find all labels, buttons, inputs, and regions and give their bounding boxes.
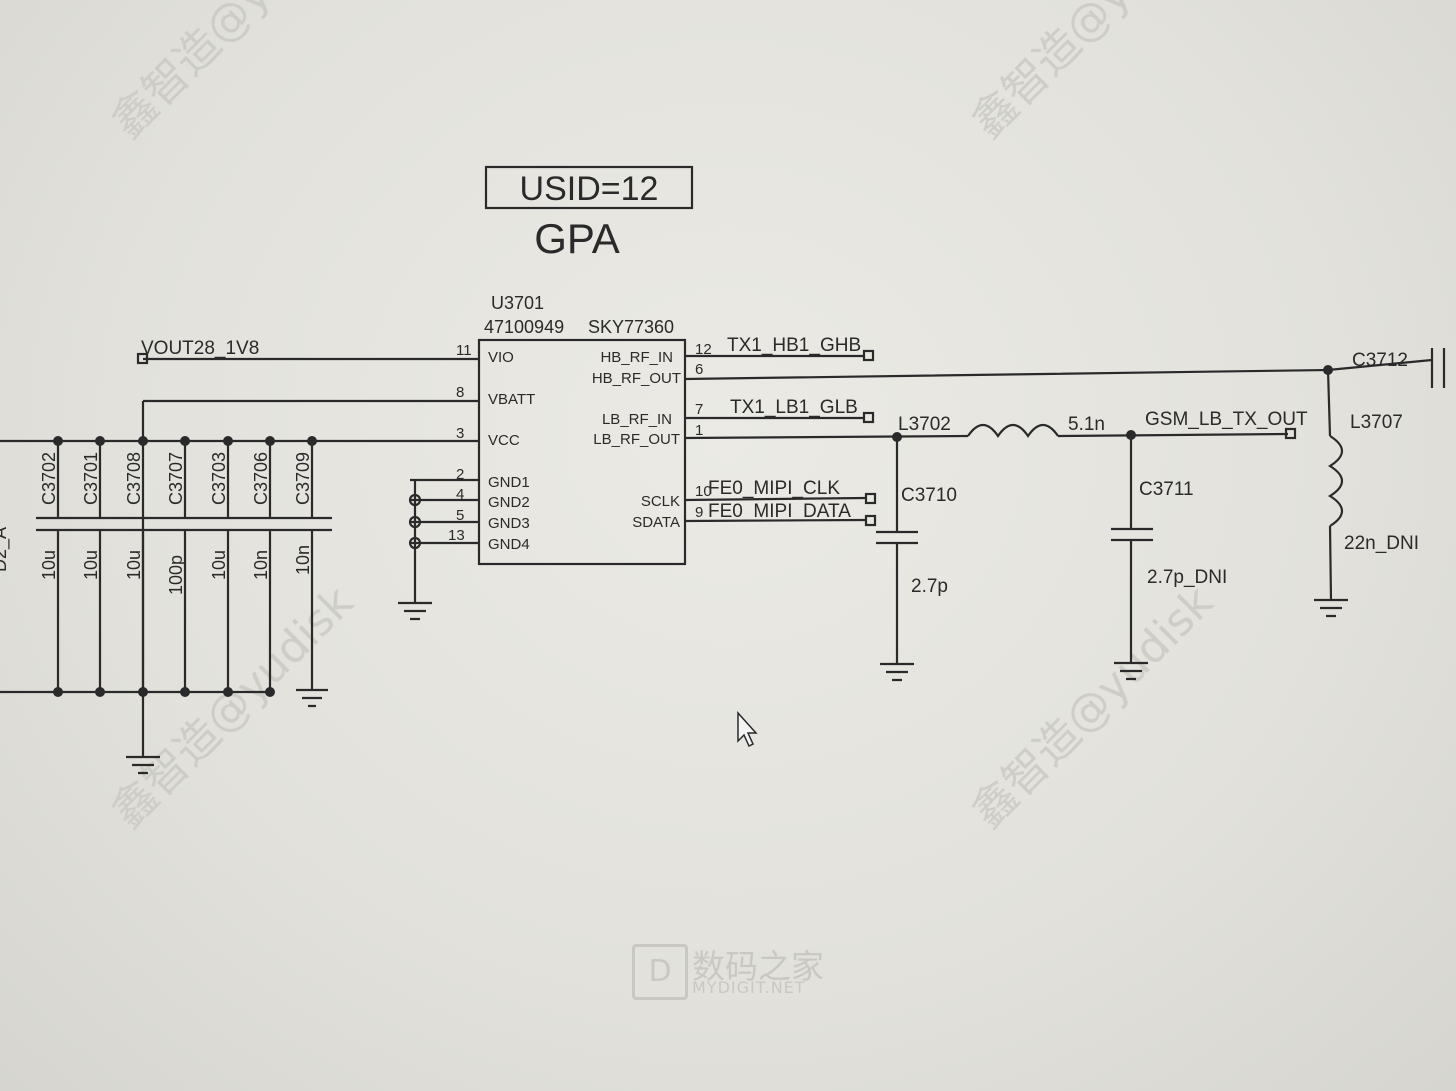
usid-label: USID=12: [520, 170, 659, 208]
usid-box: [484, 165, 694, 210]
pin-num: 5: [456, 507, 464, 524]
site-watermark-logo: D 数码之家 MYDIGIT.NET: [632, 940, 827, 1000]
net-port-tx-hb[interactable]: [862, 349, 875, 362]
ground-symbol: [296, 688, 328, 708]
cap-ref: C3702: [39, 452, 59, 505]
right-wiring: TX1_HB1_GHB C3712 TX1_LB1_GLB GSM_LB_TX_…: [684, 335, 1446, 682]
ic-right-pins: HB_RF_IN 12 HB_RF_OUT 6 LB_RF_IN 7 LB_RF…: [592, 341, 712, 531]
block-title: GPA: [534, 215, 620, 262]
cap-ref: C3703: [209, 452, 229, 505]
net-port-vout[interactable]: [136, 352, 149, 365]
cap-value: 10u: [81, 550, 101, 580]
cap-value: 10u: [209, 550, 229, 580]
net-port-gsm-out[interactable]: [1284, 427, 1297, 440]
cap-value: 100p: [166, 555, 186, 595]
cap-ref: C3706: [251, 452, 271, 505]
net-label-tx-lb: TX1_LB1_GLB: [730, 397, 858, 418]
pin-num: 6: [695, 361, 703, 378]
ic-body[interactable]: [477, 338, 687, 566]
cap-value: 10u: [124, 550, 144, 580]
pin-name: GND4: [488, 536, 530, 553]
cap-ref: C3707: [166, 452, 186, 505]
net-label-vout: VOUT28_1V8: [141, 338, 259, 359]
pin-num: 13: [448, 527, 465, 544]
c3710-value: 2.7p: [911, 576, 948, 597]
ground-symbol: [880, 662, 914, 682]
pin-name: HB_RF_IN: [600, 349, 673, 366]
pin-num: 8: [456, 384, 464, 401]
pin-num: 4: [456, 486, 464, 503]
pin-name: SCLK: [641, 493, 680, 510]
net-label-left-cut: D2_A: [0, 527, 11, 572]
pin-name: GND3: [488, 515, 530, 532]
pin-num: 11: [456, 342, 472, 359]
cap-value: 10u: [39, 550, 59, 580]
inductor-l3702: [967, 423, 1059, 438]
inductor-l3707: [1327, 435, 1344, 527]
net-port-mipi-clk[interactable]: [864, 492, 877, 505]
pin-num: 3: [456, 425, 464, 442]
pin-num: 9: [695, 504, 703, 521]
pin-name: VBATT: [488, 391, 535, 408]
mouse-cursor-icon: [737, 711, 758, 748]
pin-num: 7: [695, 401, 703, 418]
cap-ref: C3708: [124, 452, 144, 505]
c3712-ref: C3712: [1352, 350, 1408, 371]
cap-ref: C3709: [293, 452, 313, 505]
cap-bank-labels: C3702 10u C3701 10u C3708 10u C3707 100p…: [39, 452, 313, 595]
net-label-gsm-out: GSM_LB_TX_OUT: [1145, 409, 1308, 430]
net-label-mipi-clk: FE0_MIPI_CLK: [708, 478, 840, 499]
net-label-tx-hb: TX1_HB1_GHB: [727, 335, 861, 356]
ic-model: SKY77360: [588, 317, 674, 337]
logo-mark-icon: D: [632, 944, 688, 1000]
cap-value: 10n: [293, 545, 313, 575]
pin-num: 10: [695, 483, 712, 500]
pin-name: LB_RF_OUT: [593, 431, 680, 448]
net-port-tx-lb[interactable]: [862, 411, 875, 424]
net-port-mipi-data[interactable]: [864, 514, 877, 527]
l3707-value: 22n_DNI: [1344, 533, 1419, 554]
ground-symbol: [1114, 661, 1148, 681]
cap-ref: C3701: [81, 452, 101, 505]
ic-part: 47100949: [484, 317, 564, 337]
net-label-mipi-data: FE0_MIPI_DATA: [708, 501, 851, 522]
left-wiring: VOUT28_1V8 D2_A: [0, 338, 479, 775]
pin-num: 2: [456, 466, 464, 483]
ic-left-pins: 11 VIO 8 VBATT 3 VCC 2 GND1 4 GND2 5 GND…: [448, 342, 535, 553]
pin-name: LB_RF_IN: [602, 411, 672, 428]
capacitor-c3712: [1430, 348, 1446, 388]
l3702-value: 5.1n: [1068, 414, 1105, 435]
logo-text-cn: 数码之家: [692, 947, 824, 986]
pin-name: GND2: [488, 494, 530, 511]
l3707-ref: L3707: [1350, 412, 1403, 433]
ground-symbol: [126, 692, 160, 775]
c3711-ref: C3711: [1139, 479, 1194, 500]
pin-name: SDATA: [632, 514, 680, 531]
pin-name: VIO: [488, 349, 514, 366]
pin-name: GND1: [488, 474, 530, 491]
pin-num: 1: [695, 422, 703, 439]
watermark-text-4: 鑫智造@yudisk: [962, 576, 1224, 838]
pin-name: VCC: [488, 432, 520, 449]
l3702-ref: L3702: [898, 414, 951, 435]
pin-name: HB_RF_OUT: [592, 370, 681, 387]
ground-symbol: [398, 601, 432, 621]
logo-text-en: MYDIGIT.NET: [692, 978, 806, 997]
cap-value: 10n: [251, 550, 271, 580]
watermark-text-2: 鑫智造@yudisk: [962, 0, 1224, 148]
c3711-value: 2.7p_DNI: [1147, 567, 1227, 588]
ic-ref: U3701: [491, 293, 544, 313]
c3710-ref: C3710: [901, 485, 957, 506]
watermark-text-3: 鑫智造@yudisk: [102, 576, 364, 838]
watermark-text-1: 鑫智造@yudisk: [102, 0, 364, 148]
pin-num: 12: [695, 341, 712, 358]
